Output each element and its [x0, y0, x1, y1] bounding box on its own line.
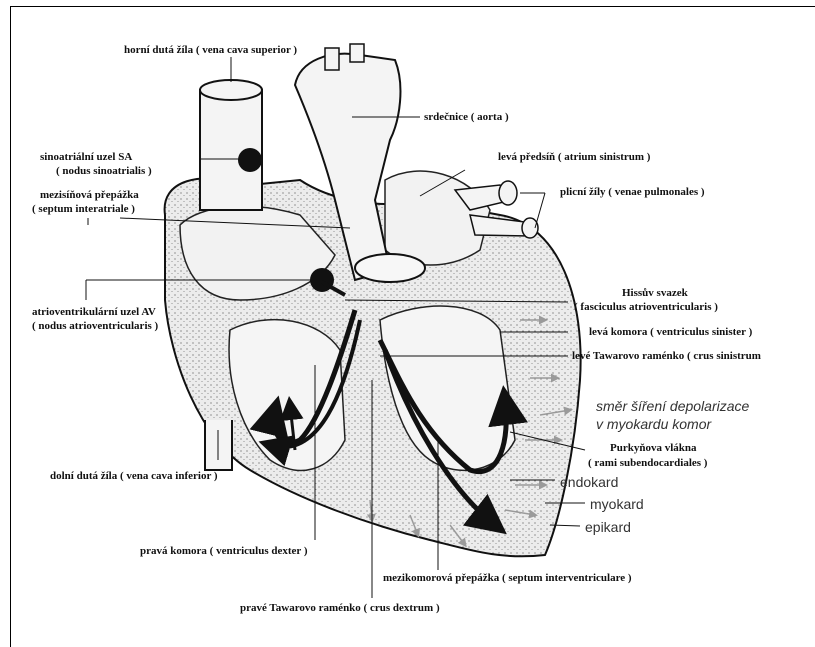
label-crus-sinistrum: levé Tawarovo raménko ( crus sinistrum [572, 350, 761, 363]
label-sa-node-1: sinoatriální uzel SA [40, 151, 132, 164]
pulmonary-vein-lower [470, 215, 530, 236]
label-crus-dextrum: pravé Tawarovo raménko ( crus dextrum ) [240, 602, 440, 615]
label-epikard: epikard [585, 519, 631, 535]
label-septum-interatriale-2: ( septum interatriale ) [32, 203, 135, 216]
label-septum-interventriculare: mezikomorová přepážka ( septum intervent… [383, 572, 632, 585]
label-septum-interatriale-1: mezisíňová přepážka [40, 189, 139, 202]
label-ventriculus-dexter: pravá komora ( ventriculus dexter ) [140, 545, 308, 558]
label-his-bundle-2: ( fasciculus atrioventricularis ) [574, 301, 718, 314]
label-purkinje-2: ( rami subendocardiales ) [588, 457, 707, 470]
label-endokard: endokard [560, 474, 618, 490]
label-aorta: srdečnice ( aorta ) [424, 111, 509, 124]
label-sa-node-2: ( nodus sinoatrialis ) [56, 165, 152, 178]
label-vena-cava-superior: horní dutá žíla ( vena cava superior ) [124, 44, 297, 57]
label-atrium-sinistrum: levá předsíň ( atrium sinistrum ) [498, 151, 650, 164]
label-depolarization-1: směr šíření depolarizace [596, 398, 749, 414]
aorta-cut [355, 254, 425, 282]
label-ventriculus-sinister: levá komora ( ventriculus sinister ) [589, 326, 752, 339]
label-venae-pulmonales: plicní žíly ( venae pulmonales ) [560, 186, 705, 199]
label-myokard: myokard [590, 496, 644, 512]
label-vena-cava-inferior: dolní dutá žíla ( vena cava inferior ) [50, 470, 218, 483]
label-his-bundle-1: Hissův svazek [622, 287, 688, 300]
label-purkinje-1: Purkyňova vlákna [610, 442, 697, 455]
label-depolarization-2: v myokardu komor [596, 416, 711, 432]
sa-node [238, 148, 262, 172]
label-av-node-1: atrioventrikulární uzel AV [32, 306, 156, 319]
svc-opening [200, 80, 262, 100]
label-av-node-2: ( nodus atrioventricularis ) [32, 320, 158, 333]
